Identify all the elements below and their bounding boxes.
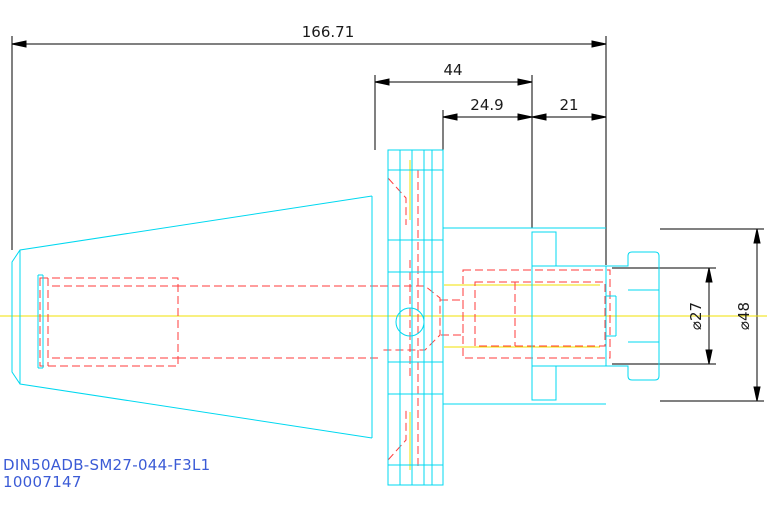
dim-inner-diameter: ⌀27 [687, 302, 705, 330]
item-number: 10007147 [3, 473, 82, 491]
dim-flange-to-end: 44 [443, 61, 462, 79]
dim-inner-offset: 24.9 [470, 96, 503, 114]
center-line [0, 160, 767, 470]
dim-nut-length: 21 [559, 96, 578, 114]
dim-outer-diameter: ⌀48 [735, 302, 753, 330]
outline [11, 149, 660, 486]
dimension-lines [11, 36, 764, 402]
part-code: DIN50ADB-SM27-044-F3L1 [3, 456, 211, 474]
dim-overall-length: 166.71 [302, 23, 355, 41]
hidden-lines [39, 170, 611, 470]
